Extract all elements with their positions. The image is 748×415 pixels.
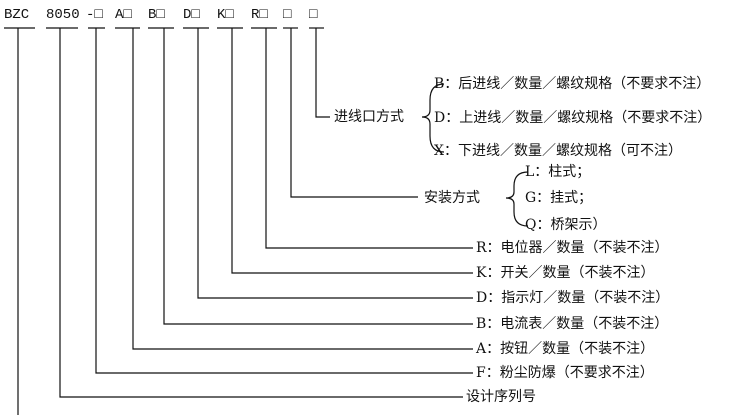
code-seg-a: A□ bbox=[115, 7, 132, 23]
leader-f bbox=[95, 28, 473, 374]
mount-header: 安装方式 bbox=[424, 190, 480, 206]
leader-r bbox=[265, 28, 473, 249]
mount-option-l: L：柱式； bbox=[525, 164, 591, 180]
mount-bracket bbox=[505, 171, 529, 227]
mount-option-g: G：挂式； bbox=[525, 190, 593, 206]
code-seg-r: R□ bbox=[251, 7, 268, 23]
leader-mount bbox=[290, 28, 418, 198]
mount-option-q: Q：桥架示） bbox=[525, 217, 607, 233]
item-k: K：开关／数量（不装不注） bbox=[476, 265, 655, 281]
code-seg-mount: □ bbox=[283, 7, 292, 23]
leader-8050 bbox=[59, 28, 463, 398]
inlet-header: 进线口方式 bbox=[334, 109, 404, 125]
item-r: R：电位器／数量（不装不注） bbox=[476, 240, 669, 256]
item-serial: 设计序列号 bbox=[466, 389, 536, 405]
inlet-option-b: B：后进线／数量／螺纹规格（不要求不注） bbox=[434, 76, 711, 92]
leader-a bbox=[132, 28, 473, 350]
code-seg-dash: -□ bbox=[86, 7, 103, 23]
leader-inlet bbox=[315, 28, 330, 118]
inlet-option-d: D：上进线／数量／螺纹规格（不要求不注） bbox=[434, 110, 712, 126]
code-seg-inlet: □ bbox=[309, 7, 318, 23]
leader-d bbox=[197, 28, 473, 299]
code-seg-bzc: BZC bbox=[4, 7, 30, 23]
inlet-option-x: X：下进线／数量／螺纹规格（可不注） bbox=[434, 143, 682, 159]
item-d: D：指示灯／数量（不装不注） bbox=[476, 290, 670, 306]
inlet-bracket bbox=[421, 83, 445, 153]
item-f: F：粉尘防爆（不要求不注） bbox=[476, 365, 654, 381]
leader-b bbox=[163, 28, 473, 325]
code-seg-d: D□ bbox=[183, 7, 200, 23]
item-b: B：电流表／数量（不装不注） bbox=[476, 316, 669, 332]
code-seg-k: K□ bbox=[217, 7, 234, 23]
code-seg-8050: 8050 bbox=[46, 7, 80, 23]
leader-k bbox=[231, 28, 473, 274]
code-seg-b: B□ bbox=[148, 7, 165, 23]
item-a: A：按钮／数量（不装不注） bbox=[476, 341, 655, 357]
